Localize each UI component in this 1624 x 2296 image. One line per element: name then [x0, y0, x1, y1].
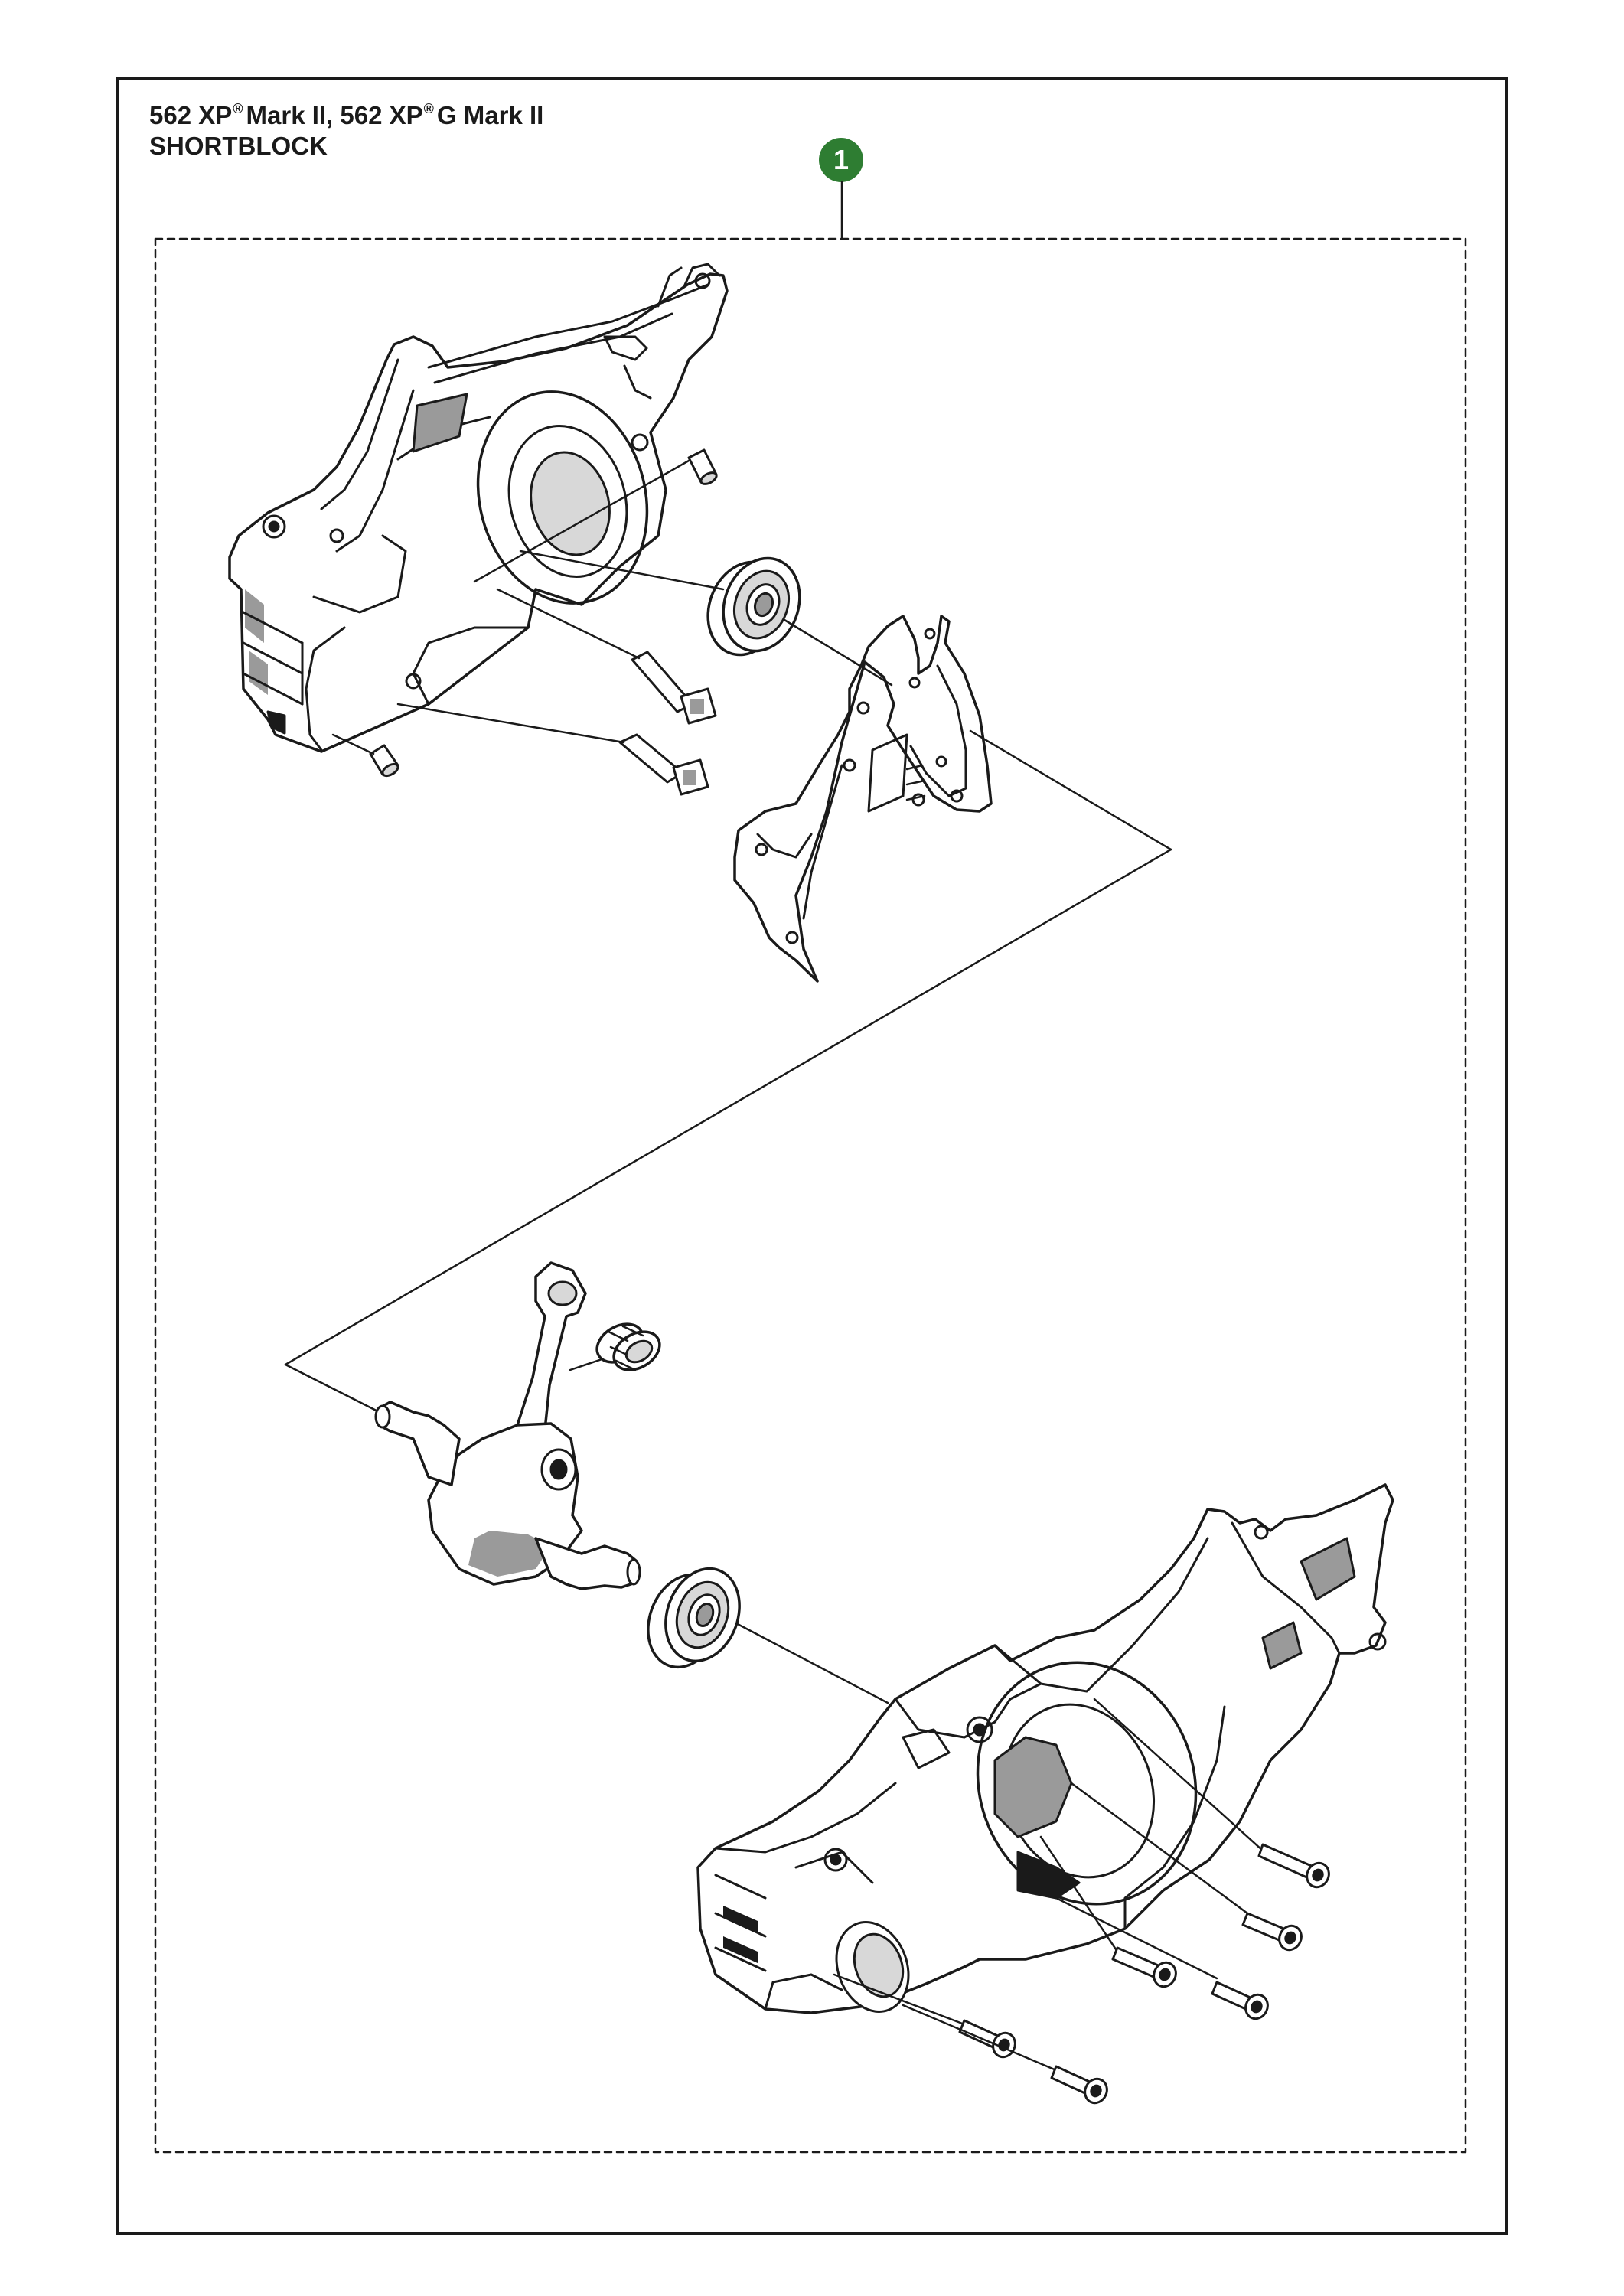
dowel-pin-upper-left: [369, 744, 399, 778]
crankcase-upper-vent: [242, 611, 304, 706]
mount-hole: [966, 1716, 993, 1743]
screw: [1093, 1698, 1330, 1889]
model-line: 562 XP®Mark II, 562 XP®G Mark II: [149, 93, 543, 131]
bearing-bore-inner: [507, 424, 628, 579]
model-name-end: G Mark II: [436, 101, 544, 129]
crankcase-lower-ridge: [714, 1782, 897, 1854]
crankcase-lower-shade: [723, 1936, 758, 1963]
gasket-inner-edge: [802, 764, 843, 920]
mount-hole: [329, 528, 344, 543]
crankcase-lower-outline: [696, 1483, 1394, 2014]
crankshaft-stub-right: [534, 1537, 638, 1590]
crankcase-upper-ridge: [427, 283, 709, 369]
crankcase-upper-window: [412, 393, 468, 453]
screw: [1039, 1835, 1177, 1988]
mount-hole: [268, 520, 280, 533]
crankcase-upper-edge: [305, 626, 346, 752]
crankcase-lower-rib: [902, 1728, 951, 1769]
mount-hole: [631, 433, 649, 452]
crankcase-lower-inner-shade: [1016, 1851, 1081, 1900]
crankcase-lower-window: [1300, 1537, 1356, 1601]
mount-hole: [262, 514, 286, 539]
mount-hole: [1368, 1632, 1387, 1651]
gasket-hole: [843, 758, 856, 772]
bearing-bore-lower: [976, 1661, 1198, 1906]
crank-web-shade: [468, 1531, 551, 1577]
crankcase-upper-ridge: [433, 312, 673, 384]
gasket-hole: [755, 843, 768, 856]
bearing-bore: [476, 390, 649, 605]
crankshaft-assembly: [374, 1261, 641, 1590]
screw: [902, 2004, 1108, 2105]
crankshaft-end: [374, 1404, 391, 1429]
gasket-hole: [911, 793, 925, 807]
crankcase-lower-edge: [764, 1973, 843, 2011]
screw: [1070, 1782, 1303, 1952]
crankcase-upper-ridge: [320, 358, 399, 510]
crankcase-half-lower: [696, 1483, 1394, 2014]
screw: [1055, 1896, 1269, 2020]
gasket-hole: [785, 931, 799, 944]
gasket-port-lines: [905, 764, 926, 801]
model-name: 562 XP: [149, 101, 233, 129]
crankcase-half-upper: [228, 263, 729, 753]
bearing-bore-hole: [753, 592, 774, 618]
crankcase-gasket: [733, 615, 993, 983]
pivot-sleeve-upper: [631, 651, 717, 725]
screws: [833, 1698, 1330, 2105]
crankcase-upper-rib: [312, 534, 407, 614]
callout-number: 1: [833, 144, 850, 175]
crankcase-upper-top-post: [657, 266, 683, 308]
registered-mark: ®: [423, 101, 434, 116]
dowel-pin-upper-right: [687, 448, 718, 485]
crankcase-lower-edge: [1123, 1705, 1226, 1930]
crankcase-lower-ridge: [1231, 1521, 1341, 1655]
crankcase-upper-shade: [245, 589, 264, 643]
crankcase-upper-outline: [228, 272, 729, 753]
gasket-cutout: [867, 733, 908, 813]
mount-hole: [823, 1848, 848, 1872]
gasket-inner-edge: [756, 833, 813, 859]
bearing-bore-inner: [530, 451, 611, 556]
crankshaft-stub-left: [377, 1401, 461, 1486]
mount-hole: [1254, 1525, 1269, 1540]
gasket-hole: [908, 677, 921, 689]
gasket-hole: [935, 755, 947, 768]
registered-mark: ®: [233, 101, 243, 116]
crankshaft-end: [626, 1558, 641, 1586]
crankcase-lower-inner-shade: [993, 1736, 1073, 1838]
crankcase-upper-top-hole: [694, 272, 711, 289]
crankcase-upper-boss: [603, 335, 648, 361]
gasket-outline: [733, 615, 993, 983]
crankcase-upper-foot: [266, 710, 286, 735]
ball-bearing-lower: [647, 1567, 741, 1669]
page-frame: [116, 77, 1508, 2235]
part-callout-1[interactable]: 1: [819, 138, 863, 182]
assembly-leader-lines: [284, 459, 1172, 1704]
page-title: 562 XP®Mark II, 562 XP®G Mark II SHORTBL…: [149, 93, 543, 161]
crankcase-lower-window: [1261, 1621, 1303, 1670]
crankcase-upper-ridge: [335, 389, 415, 553]
crankcase-upper-top-post: [683, 263, 721, 286]
section-title: SHORTBLOCK: [149, 132, 328, 160]
ball-bearing-upper: [706, 556, 801, 657]
gasket-hole: [950, 789, 964, 803]
connecting-rod-small-end: [547, 1280, 578, 1306]
assembly-boundary: [154, 237, 1467, 2154]
mount-hole: [973, 1723, 986, 1737]
crankcase-upper-edge: [412, 626, 530, 706]
crankcase-upper-boss: [623, 364, 652, 400]
gasket-hole: [924, 628, 936, 640]
pivot-sleeve-lower: [618, 733, 709, 796]
gasket-hole: [856, 701, 870, 715]
needle-bearing: [595, 1322, 661, 1371]
gasket-inner-edge: [909, 664, 967, 797]
mount-hole: [830, 1854, 842, 1866]
crank-pin-bore: [549, 1459, 568, 1480]
model-name-continued: Mark II, 562 XP: [246, 101, 423, 129]
crankcase-lower-shade: [723, 1906, 758, 1932]
crankcase-upper-shade: [249, 651, 268, 695]
